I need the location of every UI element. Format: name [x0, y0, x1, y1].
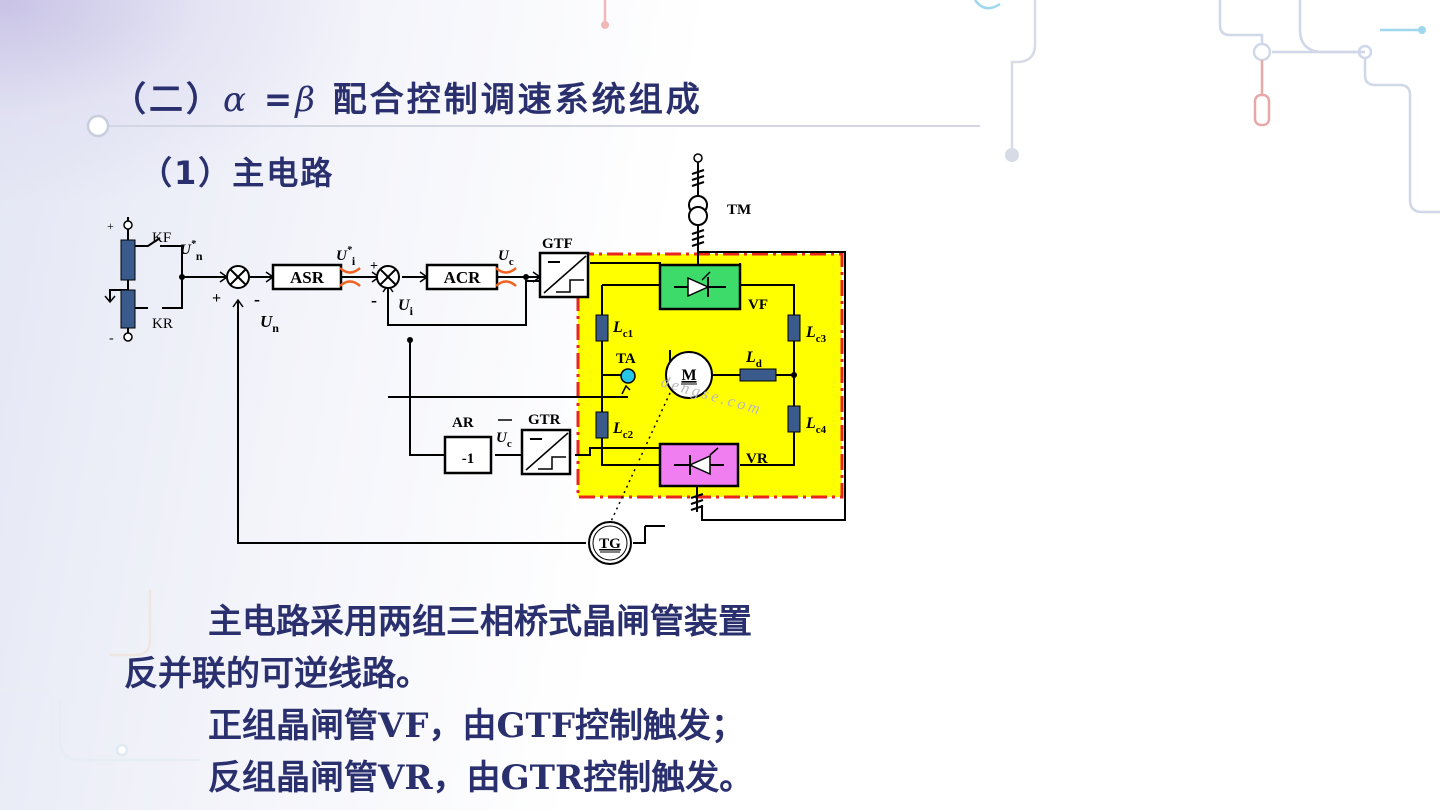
- limiter-acr: [495, 267, 517, 287]
- reactor-lc3: [787, 314, 801, 342]
- description-line-1: 主电路采用两组三相桥式晶闸管装置: [208, 602, 752, 642]
- label-plus-sum1: +: [212, 290, 221, 307]
- label-ar-gain: -1: [462, 451, 475, 467]
- title-beta: β: [295, 80, 318, 120]
- description-line-2: 反并联的可逆线路。: [124, 654, 430, 694]
- ar-block: AR -1 Uc: [443, 415, 512, 475]
- label-tg: TG: [599, 536, 621, 552]
- label-ld: L: [745, 349, 756, 366]
- label-minus-bottom: -: [109, 331, 114, 346]
- background-corner-tint: [0, 0, 360, 200]
- label-kf: KF: [152, 230, 171, 246]
- reactor-lc1: [595, 314, 609, 342]
- label-uc-bar: U: [496, 430, 508, 446]
- current-sensor-ta: TA: [616, 351, 636, 395]
- reactor-lc2: [595, 411, 609, 439]
- title-equals: =: [248, 80, 296, 120]
- title-alpha: α: [223, 80, 249, 120]
- reactor-lc4: [787, 405, 801, 433]
- label-kr: KR: [152, 316, 173, 332]
- label-ui: U: [398, 297, 411, 314]
- svg-text:Lc4: Lc4: [805, 415, 827, 436]
- label-lc1: L: [612, 319, 623, 336]
- label-ta: TA: [616, 351, 636, 367]
- motor-tach-coupling: [607, 392, 671, 529]
- svg-text:Un: Un: [260, 312, 279, 335]
- section-subtitle: （1）主电路: [140, 154, 335, 192]
- svg-text:U*n: U*n: [180, 239, 203, 263]
- label-lc2: L: [612, 420, 623, 437]
- resistor-kr: [120, 289, 136, 329]
- dc-motor: M: [665, 351, 713, 399]
- label-un: U: [260, 312, 273, 331]
- summing-junction-current: + - Ui: [370, 259, 414, 318]
- label-vf: VF: [748, 297, 768, 313]
- description-line-4: 反组晶闸管VR，由GTR控制触发。: [208, 758, 754, 798]
- description-paragraph: 主电路采用两组三相桥式晶闸管装置 反并联的可逆线路。 正组晶闸管VF，由GTF控…: [124, 596, 753, 804]
- asr-block: ASR: [271, 263, 343, 291]
- svg-text:Uc: Uc: [498, 248, 514, 268]
- label-gtr: GTR: [528, 412, 561, 428]
- svg-text:Lc2: Lc2: [612, 420, 634, 441]
- svg-text:Lc3: Lc3: [805, 324, 827, 345]
- label-minus-sum2: -: [371, 290, 377, 310]
- red-dashed-border: [576, 252, 844, 499]
- resistor-kf: [120, 239, 136, 281]
- junction-dots: [179, 274, 797, 378]
- label-lc4: L: [805, 415, 816, 432]
- label-ui-star: U: [336, 248, 348, 264]
- gtf-block: GTF: [538, 236, 590, 299]
- limiter-asr: [339, 267, 361, 287]
- label-plus-top: +: [107, 219, 114, 233]
- label-minus-sum1: -: [254, 289, 260, 309]
- label-ar: AR: [452, 415, 474, 431]
- summing-junction-speed: + - Un: [212, 265, 279, 335]
- title-rest: 配合控制调速系统组成: [317, 80, 703, 120]
- label-un-star: U: [180, 242, 192, 258]
- label-acr: ACR: [444, 268, 482, 287]
- description-line-3: 正组晶闸管VF，由GTF控制触发；: [208, 706, 745, 746]
- reactor-ld: [739, 368, 777, 382]
- label-plus-sum2: +: [370, 259, 378, 274]
- label-lc3: L: [805, 324, 816, 341]
- transformer-tm: TM: [688, 153, 751, 247]
- label-uc: U: [498, 248, 510, 264]
- gtr-block: GTR: [520, 412, 572, 476]
- svg-text:Ld: Ld: [745, 349, 762, 370]
- label-gtf: GTF: [542, 236, 573, 252]
- vf-thyristor-bridge: VF: [658, 263, 768, 313]
- circuit-diagram: + - KF KR U*n + - Un ASR U*i + - Ui ACR …: [104, 153, 846, 565]
- reactors: Lc1 Lc2 Lc3 Lc4 Ld: [595, 314, 827, 441]
- svg-text:Lc1: Lc1: [612, 319, 633, 340]
- svg-text:U*i: U*i: [336, 245, 356, 268]
- label-tm: TM: [727, 202, 751, 218]
- vr-thyristor-bridge: VR: [658, 442, 768, 512]
- label-asr: ASR: [290, 268, 325, 287]
- reference-potentiometer: + - KF KR U*n: [107, 219, 203, 346]
- label-vr: VR: [746, 451, 768, 467]
- svg-text:Uc: Uc: [496, 430, 512, 450]
- svg-text:Ui: Ui: [398, 297, 414, 318]
- tachogenerator-tg: TG: [588, 521, 632, 565]
- label-motor: M: [681, 367, 696, 384]
- acr-block: ACR: [425, 263, 499, 291]
- title-prefix: （二）: [112, 80, 223, 120]
- page-title: （二）α =β 配合控制调速系统组成: [112, 72, 703, 121]
